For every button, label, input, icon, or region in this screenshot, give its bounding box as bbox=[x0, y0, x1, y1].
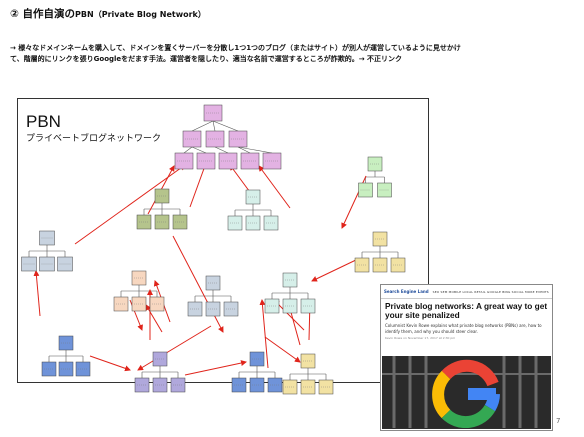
tree-left-gray-child bbox=[39, 256, 55, 272]
tree-left-gray bbox=[21, 230, 73, 272]
link-arrows bbox=[33, 162, 367, 376]
google-g-icon bbox=[432, 359, 500, 429]
backlink-arrow bbox=[259, 299, 269, 369]
title-paren: （Private Blog Network） bbox=[93, 10, 206, 19]
article-nav: SEO SEM MOBILE LOCAL RETAIL GOOGLE BING … bbox=[432, 289, 549, 294]
tree-blue-left bbox=[41, 335, 91, 377]
site-trees bbox=[21, 104, 406, 395]
top-money-site-pyramid bbox=[174, 104, 282, 170]
tree-yellow-right bbox=[354, 231, 406, 273]
article-summary: Columnist Kevin Rowe explains what priva… bbox=[385, 323, 542, 334]
diagram-subtitle: プライベートブログネットワーク bbox=[26, 134, 162, 144]
backlink-arrow bbox=[184, 360, 247, 376]
backlink-arrow bbox=[264, 336, 301, 363]
article-image bbox=[382, 356, 551, 429]
backlink-arrow bbox=[311, 258, 359, 282]
article-site-name: Search Engine Land bbox=[384, 289, 429, 294]
description-line-2: て、階層的にリンクを張りGoogleをだます手法。運営者を隠したり、適当な名前で… bbox=[10, 55, 403, 63]
tree-connectors bbox=[28, 120, 399, 380]
tree-peach bbox=[113, 270, 165, 312]
title-main: 自作自演の bbox=[22, 8, 76, 20]
article-meta: Kevin Rowe on November 17, 2017 at 2:30 … bbox=[385, 336, 456, 340]
backlink-arrow bbox=[189, 162, 208, 208]
tree-left-gray-child bbox=[21, 256, 37, 272]
slide-title: ② 自作自演のPBN（Private Blog Network） bbox=[10, 6, 206, 21]
article-screenshot: Search Engine Land SEO SEM MOBILE LOCAL … bbox=[380, 284, 553, 431]
title-number: ② bbox=[10, 8, 19, 20]
tree-yellow-bottom bbox=[282, 353, 334, 395]
backlink-arrow bbox=[258, 165, 291, 209]
tree-teal-mid bbox=[264, 272, 316, 314]
backlink-arrow bbox=[137, 325, 212, 371]
tree-purple bbox=[134, 351, 186, 393]
title-abbr: PBN bbox=[75, 10, 94, 19]
backlink-arrow bbox=[145, 304, 163, 333]
page-number: 7 bbox=[556, 417, 561, 425]
backlink-arrow bbox=[33, 270, 41, 317]
tree-green-dark bbox=[136, 188, 188, 230]
tree-blue-mid bbox=[231, 351, 283, 393]
backlink-arrow bbox=[89, 355, 131, 372]
article-header: Search Engine Land SEO SEM MOBILE LOCAL … bbox=[381, 285, 552, 299]
tree-teal bbox=[227, 189, 279, 231]
article-headline: Private blog networks: A great way to ge… bbox=[385, 301, 548, 320]
tree-green-light bbox=[358, 156, 392, 198]
description-line-1: → 様々なドメインネームを購入して、ドメインを置くサーバーを分散し1つ1つのブロ… bbox=[10, 44, 461, 52]
jail-google-image bbox=[382, 356, 551, 429]
tree-gray-mid bbox=[187, 275, 239, 317]
backlink-arrow bbox=[74, 164, 186, 245]
tree-left-gray-root bbox=[39, 230, 55, 246]
diagram-title: PBN bbox=[26, 112, 61, 131]
description: → 様々なドメインネームを購入して、ドメインを置くサーバーを分散し1つ1つのブロ… bbox=[10, 43, 575, 65]
tree-left-gray-child bbox=[57, 256, 73, 272]
jail-bars bbox=[382, 356, 551, 428]
